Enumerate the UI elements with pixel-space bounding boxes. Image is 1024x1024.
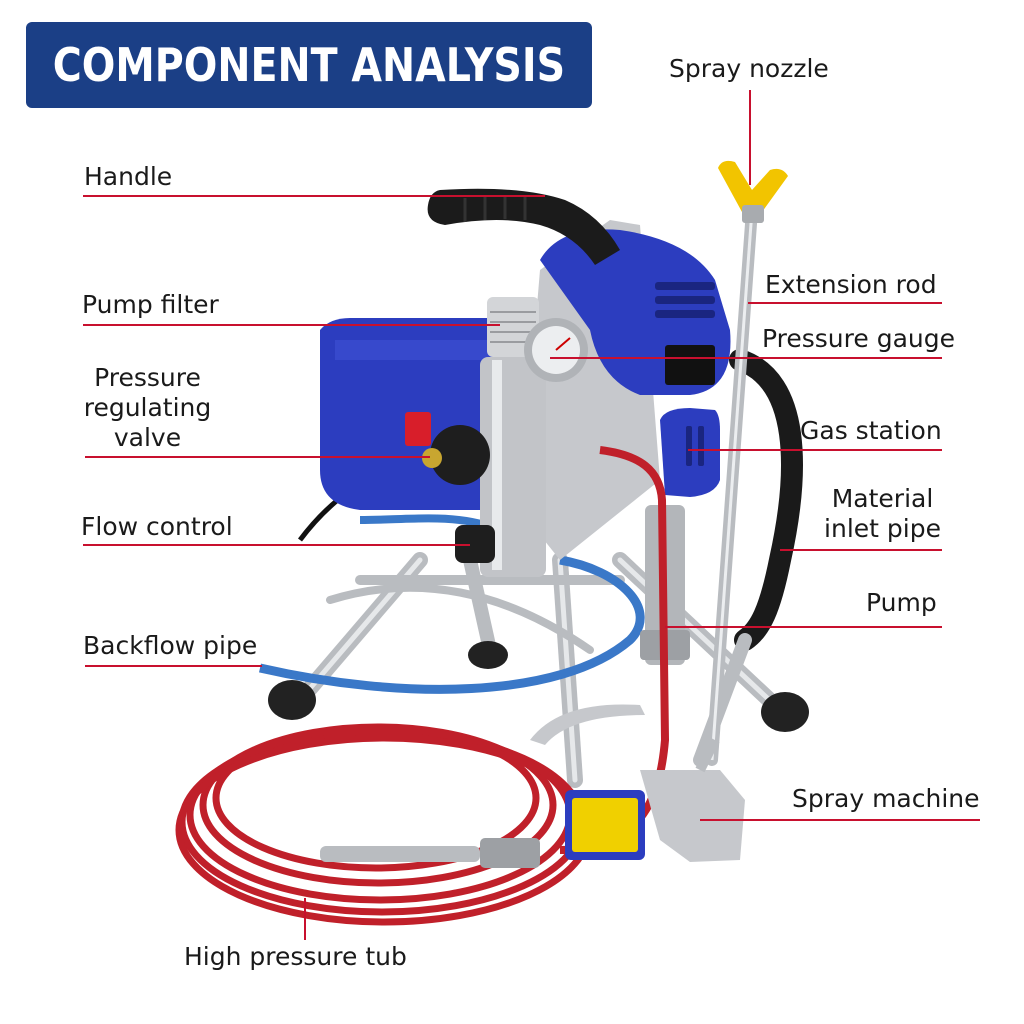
label-pressure-regulating-valve: Pressure regulating valve (83, 363, 212, 452)
spray-gun (320, 704, 745, 868)
frame-feet (268, 641, 809, 732)
power-switch (405, 412, 431, 446)
label-pump: Pump (866, 588, 937, 617)
machine-illustration (175, 160, 809, 926)
label-extension-rod: Extension rod (765, 270, 937, 299)
label-spray-nozzle: Spray nozzle (669, 54, 829, 83)
flow-knob (455, 525, 495, 563)
spray-nozzle (718, 160, 788, 223)
label-pump-filter: Pump filter (82, 290, 219, 319)
label-gas-station: Gas station (800, 416, 942, 445)
label-pressure-gauge: Pressure gauge (762, 324, 955, 353)
leader-lines (83, 90, 980, 940)
hose-coil (175, 723, 593, 926)
backflow-hose (258, 555, 645, 694)
regulating-knob (430, 425, 490, 485)
title-banner: COMPONENT ANALYSIS (26, 22, 592, 108)
page-title: COMPONENT ANALYSIS (52, 38, 566, 92)
label-flow-control: Flow control (81, 512, 233, 541)
label-material-inlet-pipe: Material inlet pipe (824, 484, 941, 543)
label-high-pressure-tub: High pressure tub (184, 942, 407, 971)
label-backflow-pipe: Backflow pipe (83, 631, 258, 660)
inlet-hose (729, 349, 803, 651)
handle (427, 188, 620, 265)
label-handle: Handle (84, 162, 173, 191)
label-spray-machine: Spray machine (792, 784, 980, 813)
